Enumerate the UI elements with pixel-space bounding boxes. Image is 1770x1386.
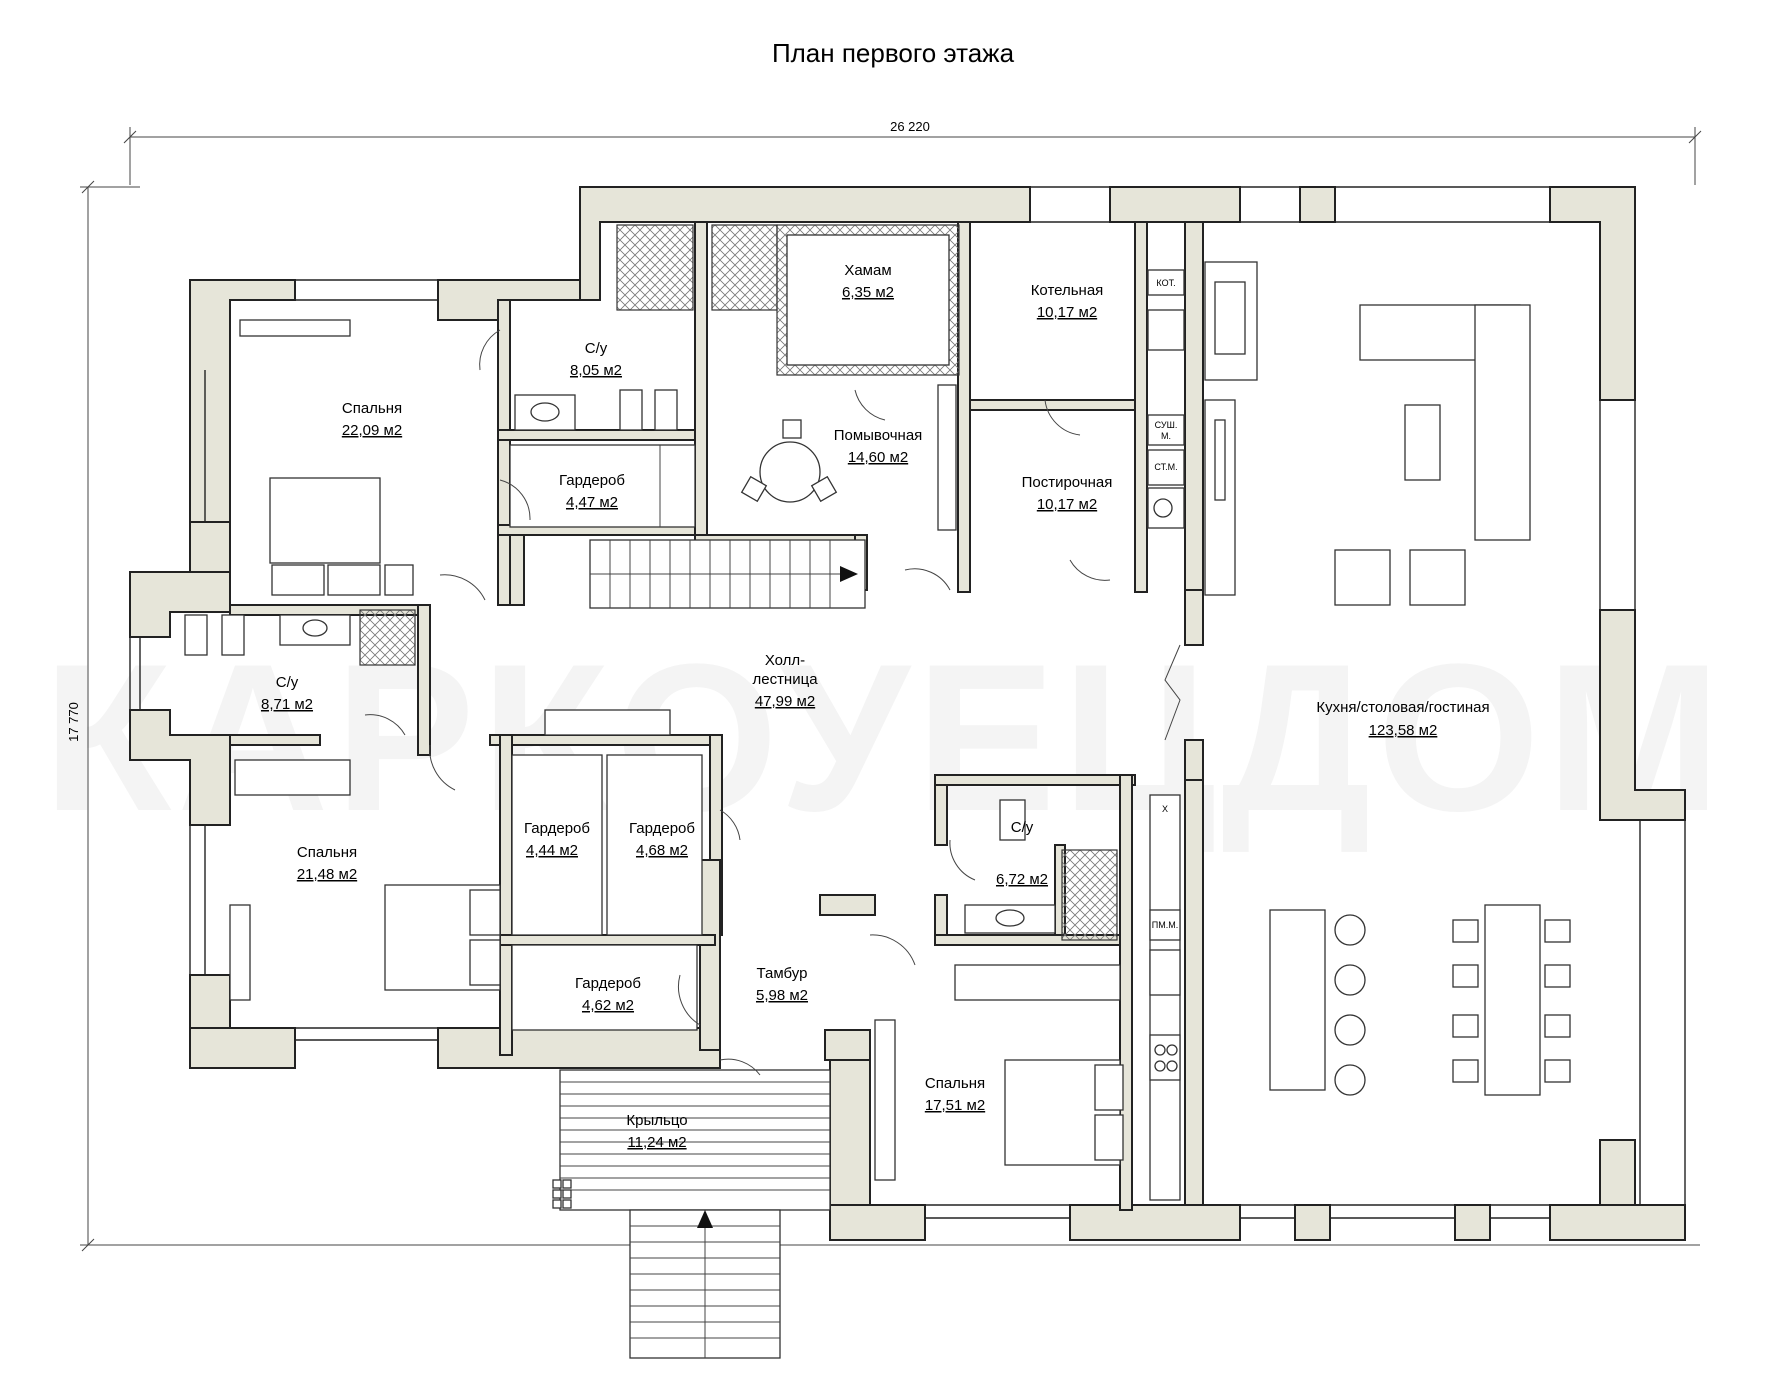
- shower-area-3: [359, 609, 416, 666]
- room-area-porch: 11,24 м2: [627, 1134, 686, 1151]
- room-name-vestibule: Тамбур: [757, 965, 808, 982]
- staircase: [589, 539, 866, 609]
- svg-text:СТ.М.: СТ.М.: [1154, 462, 1177, 472]
- doors: [364, 329, 1181, 1076]
- hamam-interior: [786, 234, 950, 366]
- exterior-walls: [129, 186, 1686, 1241]
- room-area-vestibule: 5,98 м2: [756, 987, 808, 1004]
- room-area-wardrobe4: 4,62 м2: [582, 997, 634, 1014]
- room-area-bedroom1: 22,09 м2: [342, 422, 402, 439]
- room-name-washroom: Помывочная: [834, 427, 923, 444]
- room-name-wc2: С/у: [276, 674, 299, 691]
- room-name-porch: Крыльцо: [626, 1112, 687, 1129]
- entrance-arrow-icon: [697, 1210, 713, 1228]
- room-name-boiler: Котельная: [1031, 282, 1104, 299]
- svg-text:СУШ.: СУШ.: [1155, 420, 1178, 430]
- height-dimension-label: 17 770: [66, 702, 81, 742]
- exterior-outline: [129, 186, 1686, 1219]
- room-name-bedroom1: Спальня: [342, 400, 402, 417]
- room-name-wardrobe3: Гардероб: [629, 820, 695, 837]
- wc1-fixtures: [514, 389, 678, 431]
- bedroom1-furniture: [239, 319, 414, 596]
- room-area-wc2: 8,71 м2: [261, 696, 313, 713]
- room-area-wardrobe1: 4,47 м2: [566, 494, 618, 511]
- room-area-washroom: 14,60 м2: [848, 449, 908, 466]
- room-area-wardrobe3: 4,68 м2: [636, 842, 688, 859]
- washroom-furniture: [740, 384, 957, 531]
- room-area-bedroom3: 17,51 м2: [925, 1097, 985, 1114]
- svg-text:КОТ.: КОТ.: [1156, 278, 1175, 288]
- wc2-fixtures: [184, 614, 351, 656]
- svg-text:ПМ.М.: ПМ.М.: [1152, 920, 1178, 930]
- room-name-wardrobe2: Гардероб: [524, 820, 590, 837]
- room-name-wc1: С/у: [585, 340, 608, 357]
- entrance-steps: [629, 1209, 781, 1359]
- room-area-wardrobe2: 4,44 м2: [526, 842, 578, 859]
- room-name-wardrobe1: Гардероб: [559, 472, 625, 489]
- room-name-hamam: Хамам: [844, 262, 891, 279]
- room-name-hall-2: лестница: [752, 671, 818, 688]
- bedroom3-furniture: [874, 964, 1124, 1181]
- width-dimension-label: 26 220: [890, 119, 930, 134]
- room-name-hall: Холл-: [765, 652, 805, 669]
- bedroom2-furniture: [229, 759, 501, 1001]
- shower-area-4: [1061, 849, 1118, 941]
- wardrobe1-furniture: [509, 444, 696, 528]
- room-area-wc1: 8,05 м2: [570, 362, 622, 379]
- stair-arrow-icon: [840, 566, 858, 582]
- wc3-fixtures: [964, 799, 1056, 934]
- room-area-hamam: 6,35 м2: [842, 284, 894, 301]
- wardrobe-furniture: [511, 709, 703, 1031]
- watermark: КАРКОУЕЦДОМ: [43, 620, 1727, 855]
- room-name-bedroom2: Спальня: [297, 844, 357, 861]
- room-name-wc3: С/у: [1011, 819, 1034, 836]
- living-furniture: [1204, 261, 1531, 606]
- width-dimension: 26 220: [123, 119, 1702, 185]
- room-area-hall: 47,99 м2: [755, 693, 815, 710]
- room-area-bedroom2: 21,48 м2: [297, 866, 357, 883]
- laundry-equipment: СУШ. М. СТ.М. КОТ.: [1147, 269, 1185, 529]
- height-dimension: 17 770: [66, 180, 1700, 1252]
- room-area-boiler: 10,17 м2: [1037, 304, 1097, 321]
- svg-text:М.: М.: [1161, 431, 1171, 441]
- room-area-wc3: 6,72 м2: [996, 871, 1048, 888]
- porch: [552, 1069, 831, 1211]
- kitchen-furniture: ПМ.М. Х: [1149, 794, 1571, 1201]
- room-area-kitchen: 123,58 м2: [1369, 722, 1438, 739]
- room-area-laundry: 10,17 м2: [1037, 496, 1097, 513]
- plan-title: План первого этажа: [772, 38, 1015, 68]
- room-name-bedroom3: Спальня: [925, 1075, 985, 1092]
- room-labels: Спальня 22,09 м2 С/у 8,05 м2 Гардероб 4,…: [261, 262, 1490, 1151]
- shower-area-1: [616, 224, 694, 311]
- room-name-wardrobe4: Гардероб: [575, 975, 641, 992]
- svg-text:Х: Х: [1162, 804, 1168, 814]
- room-name-kitchen: Кухня/столовая/гостиная: [1316, 699, 1489, 716]
- shower-area-2: [711, 224, 778, 311]
- room-name-laundry: Постирочная: [1022, 474, 1113, 491]
